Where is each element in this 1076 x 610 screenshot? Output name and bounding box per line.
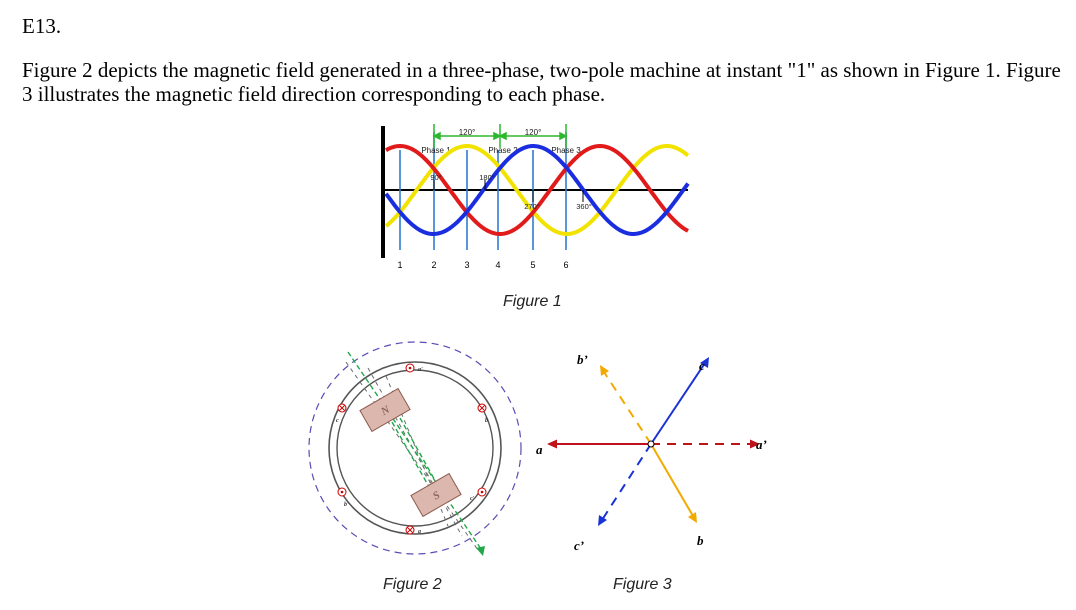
instant-label-1: 1 <box>397 260 402 270</box>
angle-label-270: 270° <box>524 202 540 211</box>
svg-text:b': b' <box>344 502 349 508</box>
instant-label-3: 3 <box>464 260 469 270</box>
outer-field-boundary <box>308 341 522 555</box>
coil-c-prime: c' <box>470 487 487 502</box>
figure3-caption: Figure 3 <box>613 576 672 593</box>
south-pole: S <box>410 472 462 518</box>
b-axis-arrowhead <box>688 512 697 523</box>
a-axis-arrowhead <box>547 439 557 449</box>
south-pole-label: S <box>431 489 442 502</box>
angle-label-180: 180° <box>479 173 495 182</box>
svg-text:c: c <box>336 418 339 424</box>
phase-label-2: Phase 2 <box>488 146 518 155</box>
label-c: c <box>699 358 705 373</box>
field-lines <box>345 361 479 551</box>
c-axis-arrowhead <box>700 357 709 368</box>
coil-a: a <box>405 525 421 535</box>
label-b: b <box>697 533 704 548</box>
label-b-prime: b’ <box>577 352 588 367</box>
instant-label-5: 5 <box>530 260 535 270</box>
b-axis <box>650 443 694 517</box>
figure3-phase-axes: b’ c a a’ b c’ <box>536 352 767 553</box>
label-a-prime: a’ <box>756 437 767 452</box>
phase-waveform-blue <box>384 144 690 236</box>
figure1-caption: Figure 1 <box>503 293 562 310</box>
phase-label-1: Phase 1 <box>421 146 451 155</box>
phase-span-markers <box>432 124 568 148</box>
figure2-caption: Figure 2 <box>383 576 442 593</box>
instant-label-6: 6 <box>563 260 568 270</box>
figure1-waveforms: 120° 120° Phase 1 Phase 2 Phase 3 90° 18… <box>381 124 690 270</box>
axes-origin <box>647 440 655 448</box>
figure2-machine: N S a' b c' a <box>308 341 522 556</box>
c-axis <box>650 362 706 445</box>
phase-waveform-red <box>385 143 689 237</box>
problem-id: E13. <box>22 14 62 38</box>
coil-a-prime: a' <box>405 363 423 373</box>
span-label-2: 120° <box>525 128 542 137</box>
coil-b: b <box>477 403 488 424</box>
span-label-1: 120° <box>459 128 476 137</box>
svg-text:a: a <box>418 529 421 535</box>
b-prime-axis <box>603 371 652 445</box>
b-prime-axis-arrowhead <box>600 365 609 376</box>
rotor-field-arrows <box>347 351 484 553</box>
c-prime-axis <box>601 443 652 521</box>
angle-label-90: 90° <box>430 173 441 182</box>
label-a: a <box>536 442 543 457</box>
label-c-prime: c’ <box>574 538 584 553</box>
phase-label-3: Phase 3 <box>551 146 581 155</box>
svg-text:c': c' <box>470 496 475 502</box>
instant-label-4: 4 <box>495 260 500 270</box>
instant-label-2: 2 <box>431 260 436 270</box>
c-prime-axis-arrowhead <box>598 515 607 526</box>
svg-text:b: b <box>485 418 488 424</box>
a-prime-axis-arrowhead <box>750 439 760 449</box>
angle-label-360: 360° <box>576 202 592 211</box>
phase-waveform-yellow <box>384 144 690 236</box>
coil-c: c <box>336 403 347 424</box>
field-arrowhead <box>476 546 485 556</box>
svg-text:a': a' <box>418 367 423 373</box>
north-pole: N <box>359 387 411 433</box>
stator-inner <box>336 369 494 527</box>
stator-outer <box>328 361 502 535</box>
coil-b-prime: b' <box>337 487 349 508</box>
problem-statement: Figure 2 depicts the magnetic field gene… <box>22 58 1061 106</box>
